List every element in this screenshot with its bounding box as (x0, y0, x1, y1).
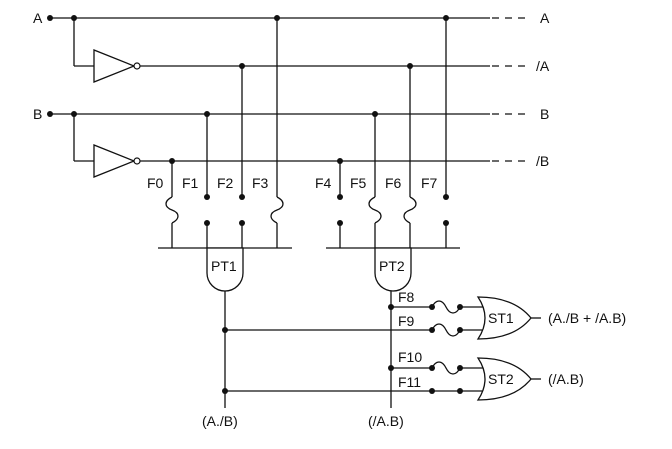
fuse-column-f5 (368, 111, 382, 248)
inverter-b (93, 144, 136, 178)
rail-a (47, 15, 528, 21)
fuse-label-f0: F0 (147, 175, 164, 191)
fuse-label-f1: F1 (182, 175, 199, 191)
input-label-b: B (33, 106, 42, 122)
fuse-label-f10: F10 (398, 349, 422, 365)
fuse-column-f0 (165, 158, 179, 248)
line-label-not-a: /A (536, 58, 550, 74)
output-label-pt2: (/A.B) (368, 413, 404, 429)
or-gate-st1 (476, 296, 532, 340)
fuse-label-f5: F5 (350, 175, 367, 191)
fuse-column-f1 (204, 111, 210, 248)
fuse-label-f4: F4 (315, 175, 332, 191)
or-gate-st2 (476, 357, 532, 401)
fuse-column-f7 (443, 15, 449, 248)
fuse-label-f6: F6 (385, 175, 402, 191)
and-gate-pt1 (206, 247, 244, 292)
fuse-f10 (429, 361, 485, 375)
gate-label-st1: ST1 (488, 310, 514, 326)
fuse-f9 (429, 323, 485, 337)
fuse-label-f2: F2 (217, 175, 234, 191)
rail-not-a (73, 18, 528, 83)
line-label-a: A (540, 10, 550, 26)
fuse-column-f3 (270, 15, 284, 248)
fuse-label-f9: F9 (398, 313, 415, 329)
fuse-label-f8: F8 (398, 289, 415, 305)
gate-label-pt2: PT2 (379, 258, 405, 274)
fuse-f8 (429, 300, 485, 314)
fuse-label-f7: F7 (421, 175, 438, 191)
output-label-st2: (/A.B) (548, 371, 584, 387)
inverter-a-bubble (133, 62, 141, 70)
fuse-label-f3: F3 (252, 175, 269, 191)
pt1-output-line (222, 291, 432, 408)
pt2-output-line (388, 291, 432, 408)
fuse-f11 (429, 388, 485, 394)
fuse-label-f11: F11 (398, 374, 421, 390)
gate-label-st2: ST2 (488, 371, 514, 387)
inverter-a (93, 49, 136, 83)
fuse-column-f4 (337, 158, 343, 248)
line-label-not-b: /B (536, 153, 549, 169)
and-gate-pt2 (374, 247, 412, 292)
rail-not-b (73, 114, 528, 178)
rail-b (47, 111, 528, 117)
output-label-pt1: (A./B) (202, 413, 238, 429)
line-label-b: B (540, 106, 549, 122)
gate-label-pt1: PT1 (211, 258, 237, 274)
input-label-a: A (33, 10, 43, 26)
fuse-column-f2 (239, 63, 245, 248)
output-label-st1: (A./B + /A.B) (548, 310, 626, 326)
inverter-b-bubble (133, 157, 141, 165)
fuse-column-f6 (403, 63, 417, 248)
